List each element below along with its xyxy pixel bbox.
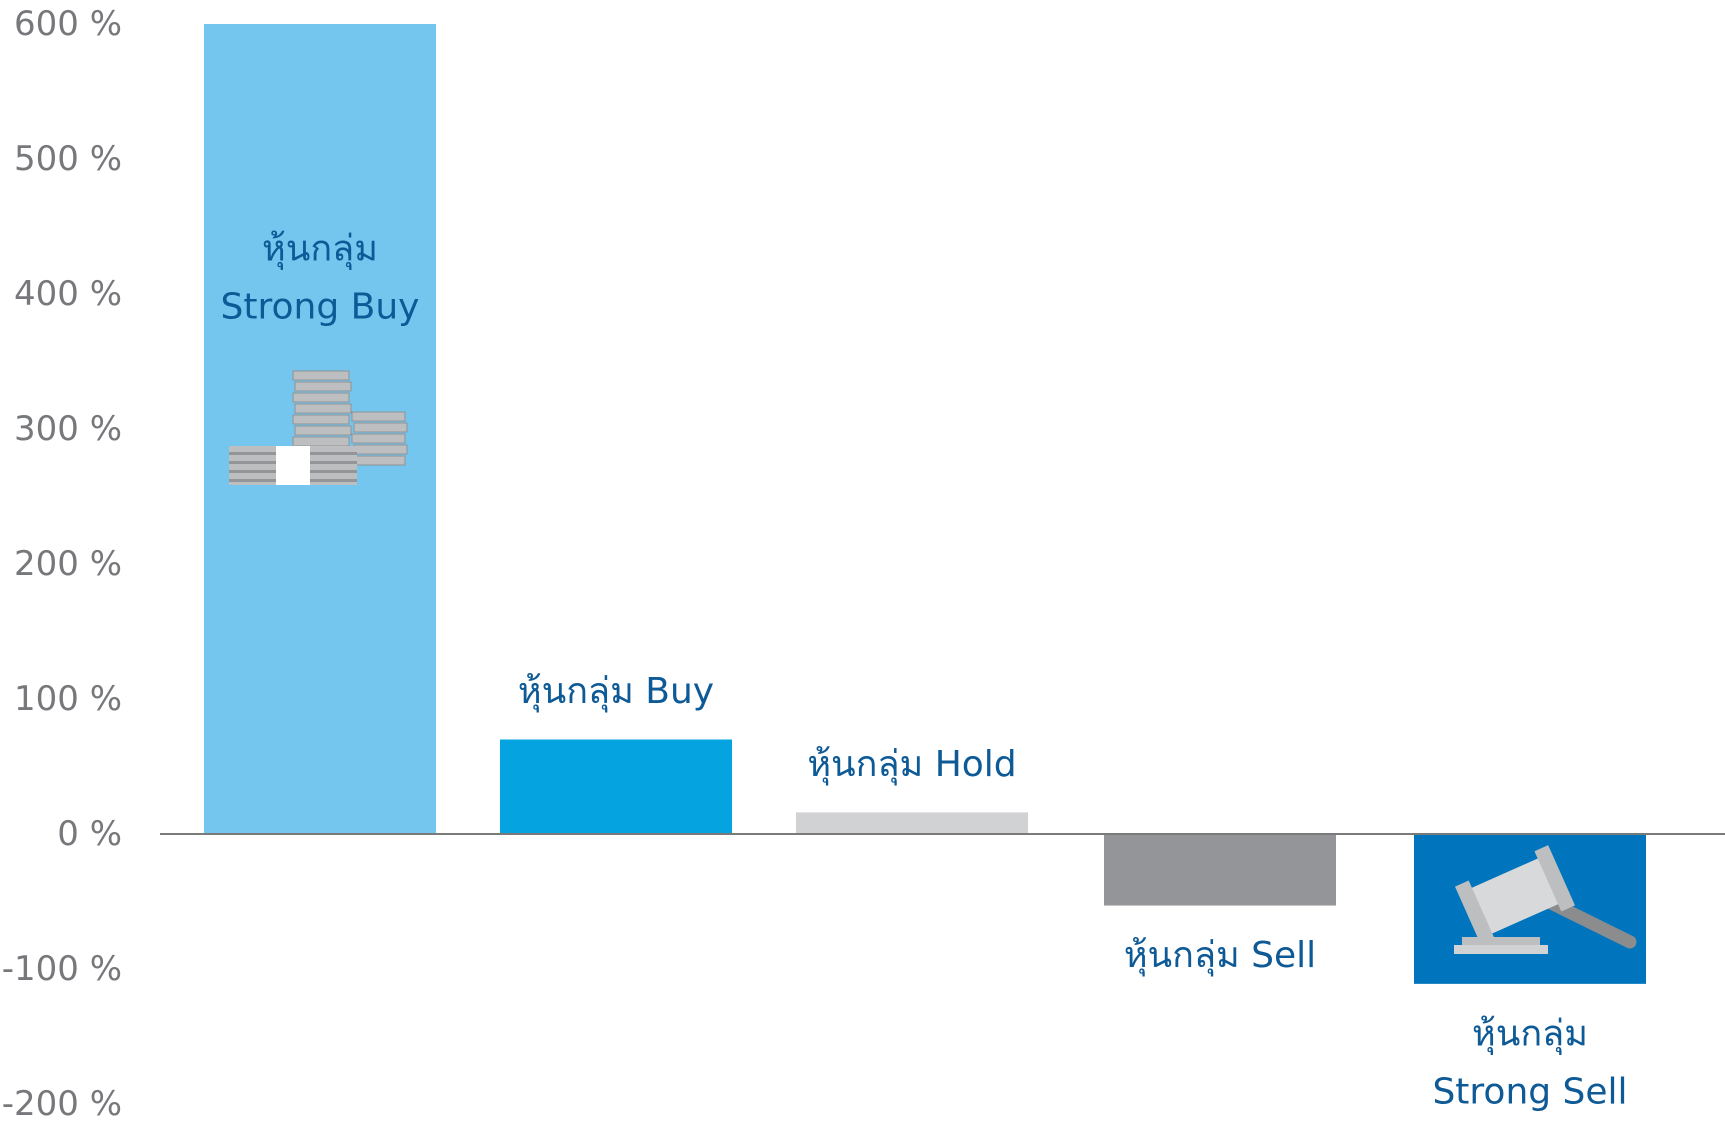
y-tick-label: -200 % (2, 1084, 122, 1124)
y-tick-label: 400 % (14, 274, 122, 314)
bar-label: Strong Sell (1432, 1071, 1627, 1112)
bar-label: หุ้นกลุ่ม Buy (518, 671, 714, 713)
bar-label: หุ้นกลุ่ม (1472, 1013, 1588, 1055)
bar-labels: หุ้นกลุ่ม Strong Buy หุ้นกลุ่ม Buy หุ้นกลุ่… (221, 229, 1628, 1113)
bar (500, 739, 732, 834)
bar-label: หุ้นกลุ่ม Sell (1124, 935, 1316, 977)
money-stacks-icon (229, 370, 408, 485)
y-axis-ticks: 600 % 500 % 400 % 300 % 200 % 100 % 0 % -100 % -… (2, 4, 122, 1124)
gavel-icon (1454, 845, 1637, 954)
y-tick-label: 300 % (14, 409, 122, 449)
bars (204, 24, 1646, 984)
y-tick-label: -100 % (2, 949, 122, 989)
bar-label: Strong Buy (221, 287, 420, 328)
y-tick-label: 0 % (57, 814, 122, 854)
y-tick-label: 200 % (14, 544, 122, 584)
bar-label: หุ้นกลุ่ม (262, 229, 378, 271)
y-tick-label: 600 % (14, 4, 122, 44)
bar-label: หุ้นกลุ่ม Hold (807, 744, 1016, 786)
y-tick-label: 100 % (14, 679, 122, 719)
y-tick-label: 500 % (14, 139, 122, 179)
bar (796, 812, 1028, 834)
bar (1104, 834, 1336, 906)
